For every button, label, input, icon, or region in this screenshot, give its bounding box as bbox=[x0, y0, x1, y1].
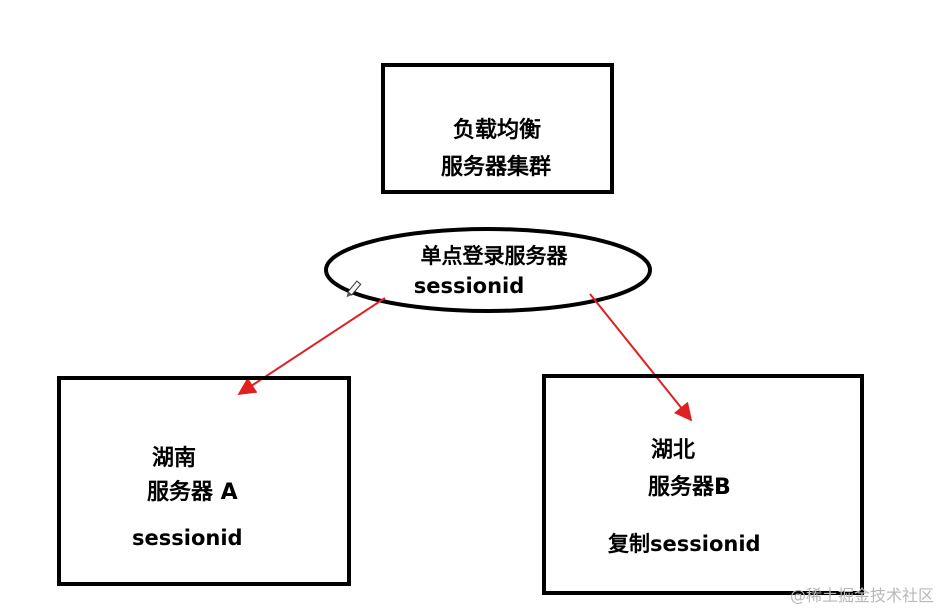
server-b-box bbox=[542, 374, 864, 595]
server-a-region: 湖南 bbox=[152, 446, 196, 471]
server-b-session: 复制sessionid bbox=[607, 532, 761, 556]
watermark-text: @稀土掘金技术社区 bbox=[790, 586, 934, 605]
sso-server-node: 单点登录服务器 sessionid bbox=[324, 227, 652, 313]
arrow-to-server-b bbox=[589, 293, 693, 422]
server-a-session: sessionid bbox=[132, 526, 243, 550]
load-balancer-node: 负载均衡 服务器集群 bbox=[381, 63, 614, 194]
pen-cursor-icon bbox=[346, 280, 362, 298]
server-b-name: 服务器B bbox=[648, 475, 731, 500]
server-b-region: 湖北 bbox=[651, 438, 695, 463]
server-a-box bbox=[57, 376, 351, 586]
load-balancer-box bbox=[381, 63, 614, 194]
sso-server-session: sessionid bbox=[414, 274, 525, 298]
sso-server-title: 单点登录服务器 bbox=[421, 244, 569, 268]
server-a-name: 服务器 A bbox=[147, 480, 238, 505]
sso-server-ellipse bbox=[324, 227, 652, 313]
server-b-node: 湖北 服务器B 复制sessionid bbox=[542, 374, 864, 595]
load-balancer-line2: 服务器集群 bbox=[441, 154, 551, 180]
server-a-node: 湖南 服务器 A sessionid bbox=[57, 376, 351, 586]
load-balancer-line1: 负载均衡 bbox=[453, 117, 541, 143]
